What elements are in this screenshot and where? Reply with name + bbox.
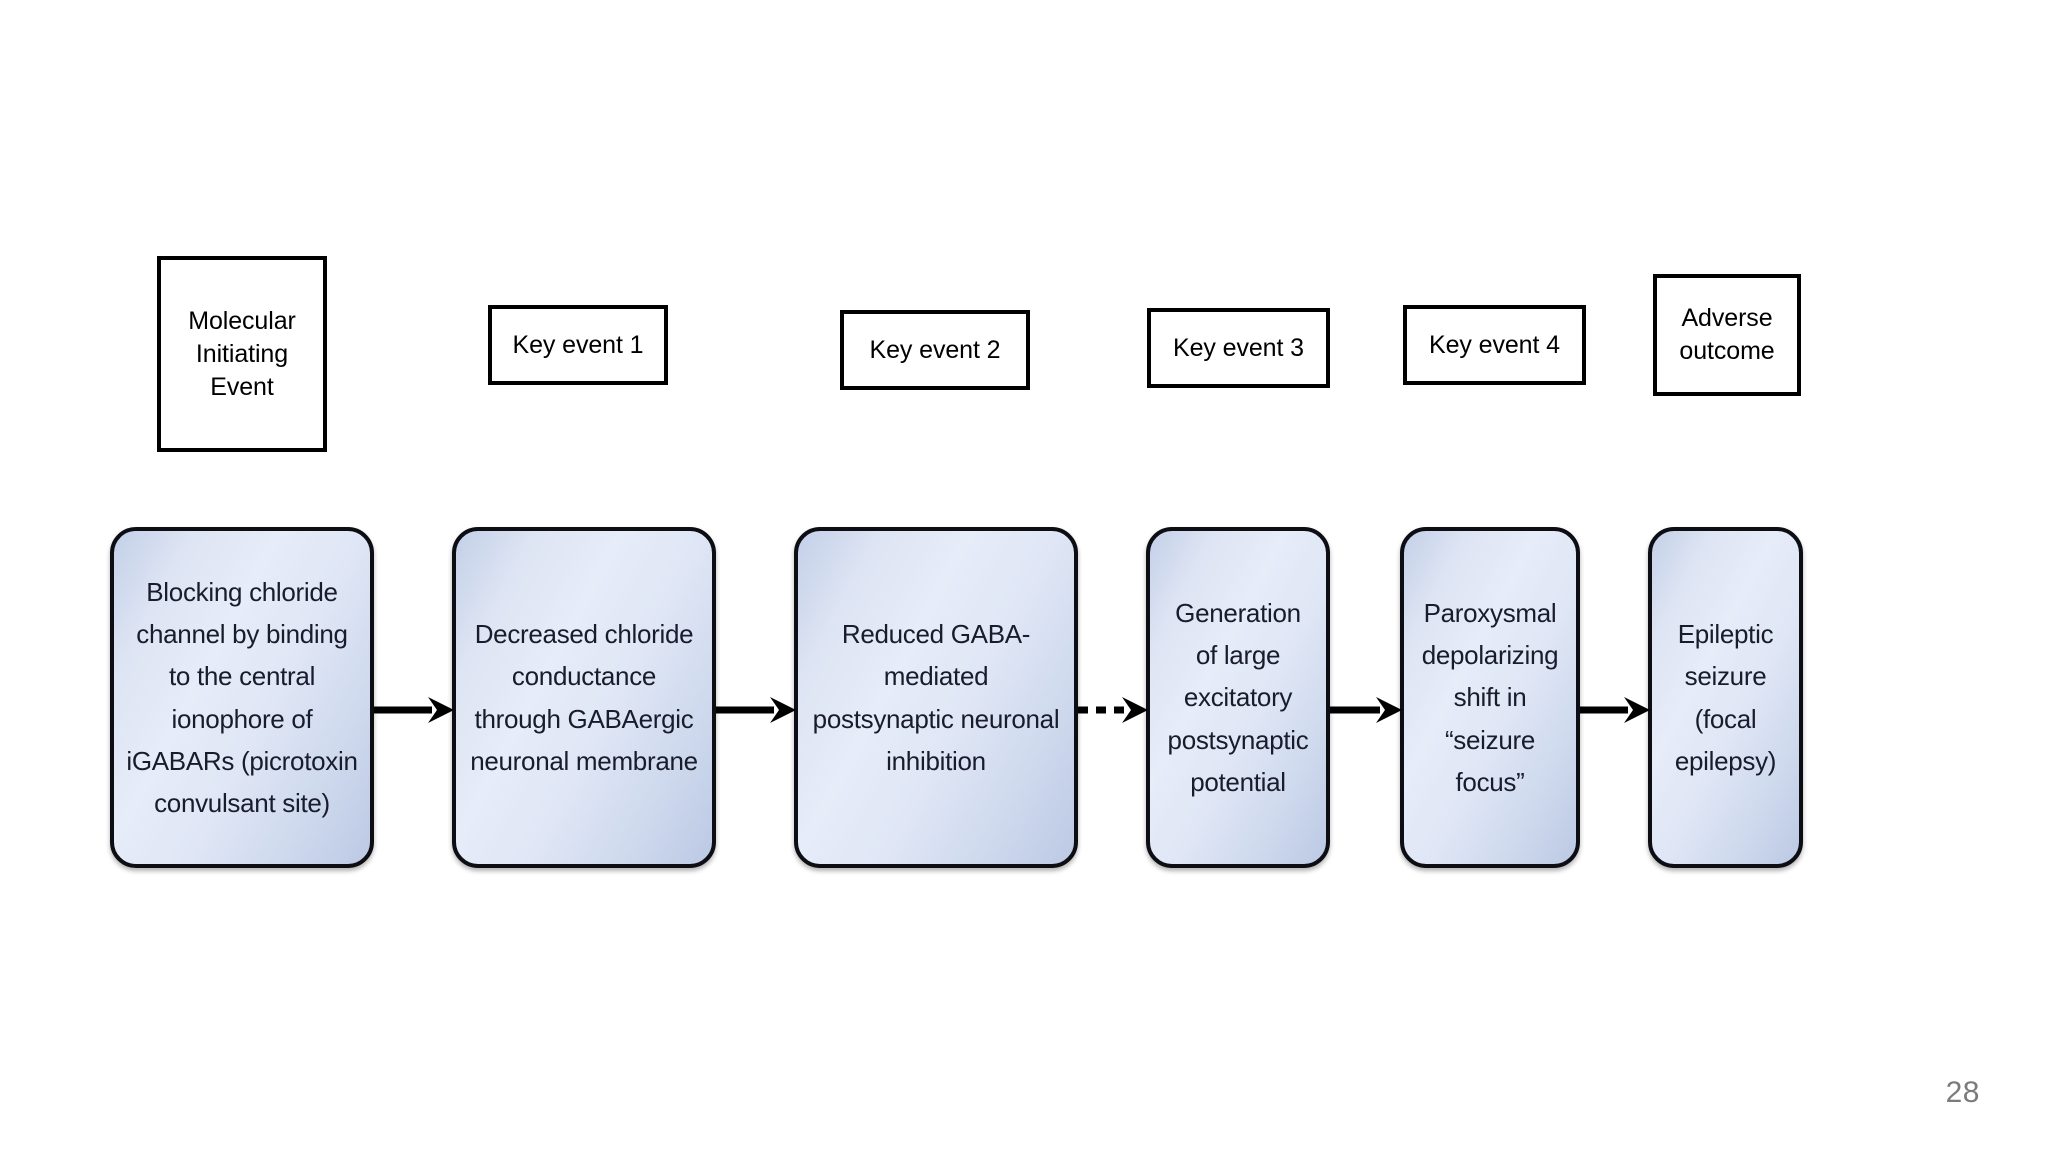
stage-box-key-event-4[interactable]: Key event 4	[1403, 305, 1586, 385]
flow-text-large-excitatory-postsynaptic-potential: Generation of large excitatory postsynap…	[1167, 598, 1309, 797]
flow-box-decreased-chloride-conductance[interactable]: Decreased chloride conductance through G…	[452, 527, 716, 868]
flow-text-blocking-chloride-channel: Blocking chloride channel by binding to …	[126, 577, 358, 818]
arrow-solid-connector-1	[374, 690, 454, 730]
arrow-solid-connector-4	[1330, 690, 1402, 730]
flow-text-paroxysmal-depolarizing-shift: Paroxysmal depolarizing shift in “seizur…	[1421, 598, 1559, 797]
flow-text-epileptic-seizure: Epileptic seizure (focal epilepsy)	[1674, 619, 1777, 776]
arrow-solid-connector-2	[716, 690, 796, 730]
flow-box-blocking-chloride-channel[interactable]: Blocking chloride channel by binding to …	[110, 527, 374, 868]
page-number: 28	[1945, 1076, 1980, 1109]
stage-label-key-event-2: Key event 2	[869, 335, 1001, 364]
stage-label-key-event-1: Key event 1	[512, 330, 644, 359]
flow-box-large-excitatory-postsynaptic-potential[interactable]: Generation of large excitatory postsynap…	[1146, 527, 1330, 868]
stage-box-key-event-3[interactable]: Key event 3	[1147, 308, 1330, 388]
stage-label-key-event-3: Key event 3	[1173, 333, 1304, 362]
stage-box-key-event-2[interactable]: Key event 2	[840, 310, 1030, 390]
stage-label-key-event-4: Key event 4	[1429, 330, 1560, 359]
stage-box-key-event-1[interactable]: Key event 1	[488, 305, 668, 385]
flow-text-reduced-gaba-inhibition: Reduced GABA-mediated postsynaptic neuro…	[812, 619, 1060, 776]
arrow-solid-connector-5	[1580, 690, 1650, 730]
flow-box-paroxysmal-depolarizing-shift[interactable]: Paroxysmal depolarizing shift in “seizur…	[1400, 527, 1580, 868]
flow-text-decreased-chloride-conductance: Decreased chloride conductance through G…	[470, 619, 698, 776]
flow-box-reduced-gaba-inhibition[interactable]: Reduced GABA-mediated postsynaptic neuro…	[794, 527, 1078, 868]
flow-box-epileptic-seizure[interactable]: Epileptic seizure (focal epilepsy)	[1648, 527, 1803, 868]
arrow-dashed-connector-3	[1078, 690, 1148, 730]
